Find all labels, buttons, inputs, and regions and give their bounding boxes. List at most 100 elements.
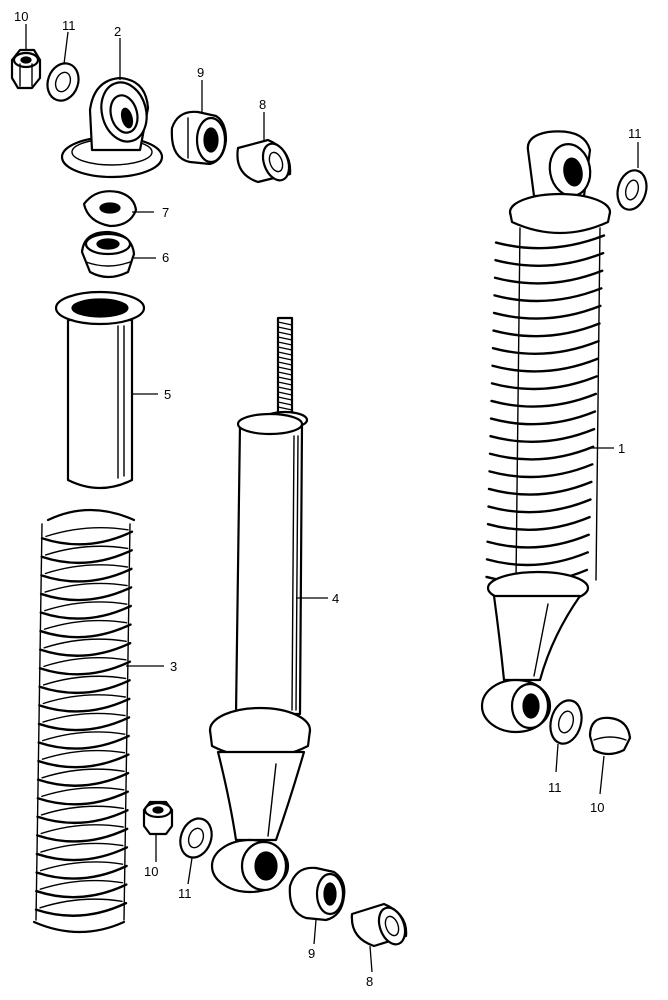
spring-coil-turn [38,660,132,676]
spring-coil-back [41,768,125,779]
rubber-cushion [80,230,136,279]
callout-6: 6 [162,250,169,265]
assembly-coil-turn [487,480,593,496]
washer-right-top [616,169,648,211]
spring-coil-back [39,861,124,872]
spring-coil-turn [39,623,132,639]
spring-coil-back [39,879,123,890]
callout-1: 1 [618,441,625,456]
spring-coil-turn [36,790,129,806]
rod-thread [277,336,293,341]
spring-upper-cover [54,290,146,490]
rubber-bushing-bottom [288,866,346,922]
callout-7: 7 [162,205,169,220]
callout-8-top: 8 [259,97,266,112]
spring-coil-turn [40,530,134,546]
callout-11-bottom-left: 11 [178,886,192,901]
rod-thread [277,341,293,346]
spring-coil-turn [38,697,131,713]
spring-coil-back [43,657,127,668]
assembly-coil-turn [491,339,600,355]
rod-thread [277,386,293,391]
collar-bottom [350,902,408,948]
spring-coil-turn [40,549,133,565]
spring-coil-turn [35,883,128,899]
assembly-coil-turn [494,234,606,250]
callout-3: 3 [170,659,177,674]
spring-coil-back [42,694,126,705]
spring-coil-back [42,712,126,723]
damper-unit [208,316,312,894]
spring-coil-back [42,675,127,686]
assembly-coil-turn [492,304,602,320]
spring-coil-turn [36,771,130,787]
spring-coil-back [44,564,129,575]
rod-thread [277,351,293,356]
rod-thread [277,371,293,376]
cap-nut-bottom-left [142,800,174,836]
upper-mount-eye [60,76,164,179]
spring-coil-turn [36,809,129,825]
callout-5: 5 [164,387,171,402]
cap-nut-top-left [10,48,42,90]
spring-retainer-clip [82,190,138,228]
assembly-coil-turn [490,392,598,408]
rod-thread [277,346,293,351]
rod-thread [277,376,293,381]
rod-thread [277,326,293,331]
assembly-coil-turn [487,498,592,514]
callout-8-bottom: 8 [366,974,373,989]
shock-absorber-assembly [480,130,612,734]
callout-10-right: 10 [590,800,604,815]
spring-coil-turn [37,734,130,750]
assembly-coil-turn [491,357,599,373]
callout-9-bottom: 9 [308,946,315,961]
callout-10-top-left: 10 [14,9,28,24]
spring-coil-back [42,731,126,742]
spring-coil-back [41,787,125,798]
spring-coil-turn [36,827,129,843]
assembly-coil-turn [488,445,595,461]
callout-11-right-top: 11 [628,126,642,141]
callout-4: 4 [332,591,339,606]
spring-coil-turn [35,846,129,862]
rod-thread [277,391,293,396]
assembly-coil-turn [493,269,604,285]
coil-spring [32,508,136,934]
spring-coil-back [45,545,129,556]
spring-coil-turn [39,586,133,602]
callout-9-top: 9 [197,65,204,80]
rod-thread [277,401,293,406]
spring-coil-back [40,824,124,835]
spring-coil-back [43,619,128,630]
spring-coil-turn [39,604,132,620]
callout-10-bottom-left: 10 [144,864,158,879]
spring-coil-back [41,749,126,760]
spring-coil-back [39,898,123,909]
assembly-coil-turn [485,551,589,567]
callout-2: 2 [114,24,121,39]
rubber-bushing-top [170,110,228,166]
spring-coil-back [44,582,128,593]
spring-coil-turn [37,753,130,769]
rod-thread [277,381,293,386]
spring-coil-turn [37,716,131,732]
cap-nut-right [588,716,632,756]
rod-thread [277,396,293,401]
washer-bottom-left [179,817,213,859]
spring-coil-turn [39,641,132,657]
washer-right-bottom [549,699,583,745]
rod-thread [277,331,293,336]
rod-thread [277,321,293,326]
assembly-coil-turn [486,533,590,549]
spring-coil-turn [38,679,131,695]
spring-coil-back [40,805,125,816]
assembly-coil-turn [490,375,598,391]
rod-thread [277,356,293,361]
leader-lines [25,24,639,973]
assembly-coil-turn [492,322,601,338]
spring-coil-back [44,601,128,612]
assembly-coil-turn [488,463,594,479]
collar-top [236,138,292,184]
